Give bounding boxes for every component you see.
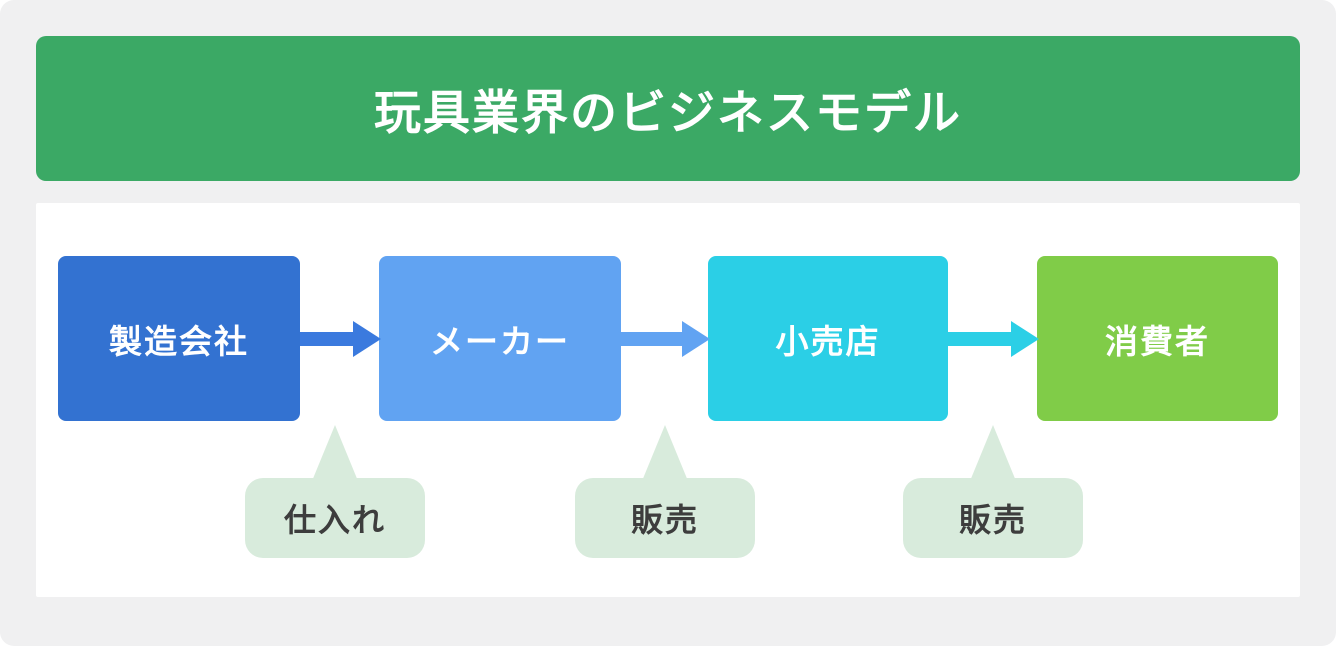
flow-arrow-maker-to-retailer xyxy=(621,321,710,357)
callout-tail xyxy=(312,425,358,481)
callout-body: 販売 xyxy=(575,478,755,558)
callout-tail xyxy=(642,425,688,481)
diagram-panel: 製造会社 メーカー 小売店 消費者 xyxy=(36,203,1300,597)
flow-arrow-manufacturer-to-maker xyxy=(300,321,381,357)
node-manufacturing-company-label: 製造会社 xyxy=(109,322,249,360)
callout-sales-1-label: 販売 xyxy=(630,502,699,538)
arrow-shaft xyxy=(300,332,353,346)
page-title: 玩具業界のビジネスモデル xyxy=(374,86,962,139)
node-consumer-label: 消費者 xyxy=(1105,322,1210,360)
title-banner: 玩具業界のビジネスモデル xyxy=(36,36,1300,181)
callout-sales-2: 販売 xyxy=(903,425,1083,558)
node-maker-label: メーカー xyxy=(430,322,570,360)
callout-tail xyxy=(970,425,1016,481)
callout-body: 仕入れ xyxy=(245,478,425,558)
callout-sales-2-label: 販売 xyxy=(958,502,1027,538)
node-retailer-label: 小売店 xyxy=(775,322,881,360)
callout-sales-1: 販売 xyxy=(575,425,755,558)
arrow-head-icon xyxy=(682,321,710,357)
arrow-shaft xyxy=(621,332,682,346)
arrow-head-icon xyxy=(353,321,381,357)
node-consumer: 消費者 xyxy=(1037,256,1278,421)
node-retailer: 小売店 xyxy=(708,256,948,421)
arrow-shaft xyxy=(948,332,1011,346)
callout-body: 販売 xyxy=(903,478,1083,558)
node-maker: メーカー xyxy=(379,256,621,421)
flow-arrow-retailer-to-consumer xyxy=(948,321,1039,357)
node-manufacturing-company: 製造会社 xyxy=(58,256,300,421)
callout-purchase-label: 仕入れ xyxy=(283,502,386,538)
callout-purchase: 仕入れ xyxy=(245,425,425,558)
arrow-head-icon xyxy=(1011,321,1039,357)
